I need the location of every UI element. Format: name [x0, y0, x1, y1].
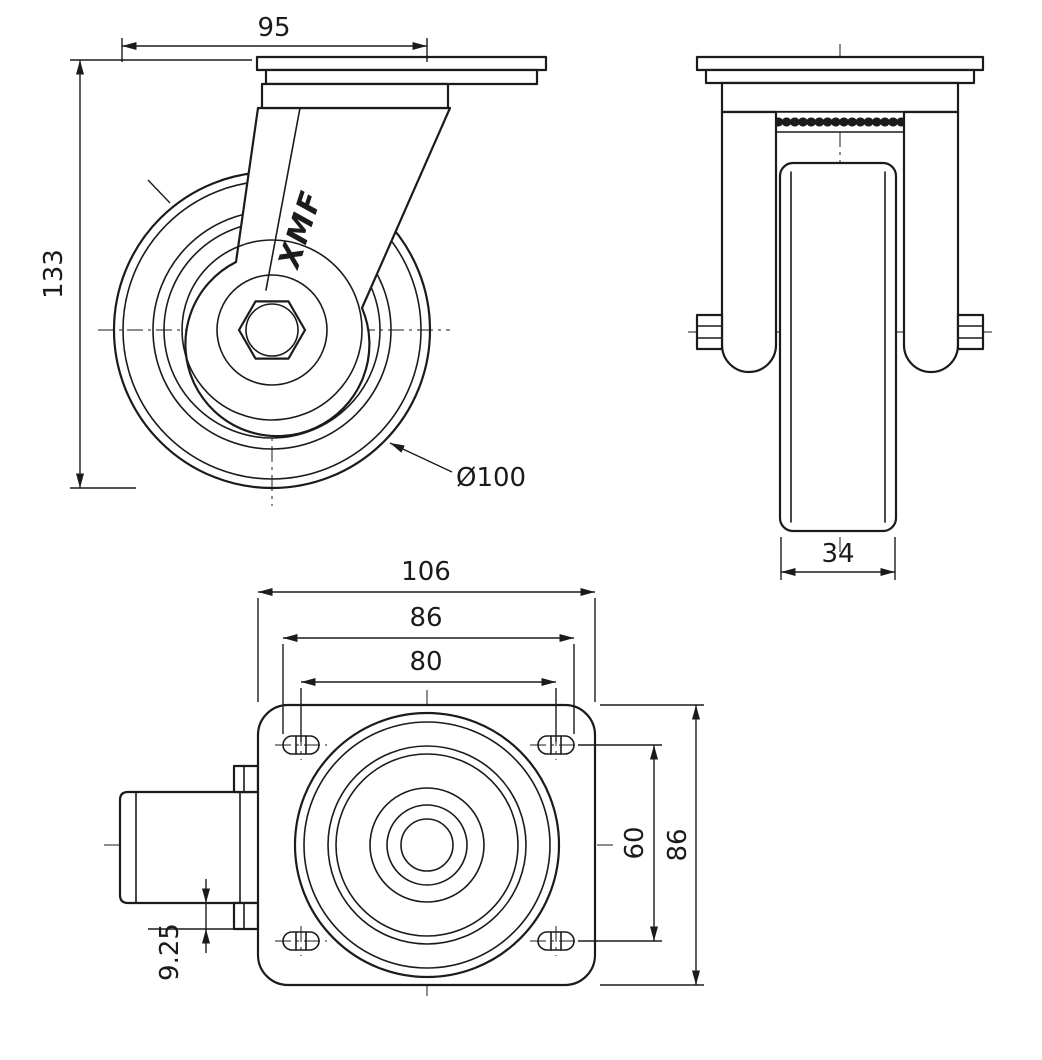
dim-bolt-pitch-v: 60	[578, 744, 662, 942]
dim-slot-span: 86	[282, 603, 575, 734]
dim-slot-width: 9.25	[148, 879, 236, 981]
dim-wheel-width: 34	[780, 537, 896, 580]
mounting-plate	[256, 703, 597, 987]
dim-label-60: 60	[620, 826, 650, 859]
dim-wheel-diameter: Ø100	[389, 442, 526, 493]
side-wheel	[778, 161, 898, 533]
dim-overall-height: 133	[39, 59, 252, 489]
side-axle-nut-right	[956, 313, 985, 351]
side-axle-nut-left	[695, 313, 724, 351]
dim-label-80: 80	[409, 647, 442, 677]
plan-view: 106 86 80 60 86	[104, 557, 704, 1000]
plan-rings	[293, 711, 561, 979]
dim-label-9-25: 9.25	[155, 923, 185, 981]
front-fork	[184, 106, 452, 438]
dim-label-95: 95	[257, 13, 290, 43]
plan-wheel	[118, 790, 260, 905]
dim-plate-depth: 86	[600, 704, 704, 986]
dim-plate-width: 106	[257, 557, 596, 702]
front-view: XMF 95 133 Ø100	[39, 13, 548, 506]
bolt-slot-top-right	[530, 730, 582, 760]
leader-tick	[147, 179, 171, 204]
dim-label-dia100: Ø100	[456, 463, 526, 493]
dim-label-86-right: 86	[663, 828, 693, 861]
dim-label-106: 106	[401, 557, 451, 587]
dim-bolt-pitch-h: 80	[300, 647, 557, 742]
front-top-plate	[255, 55, 548, 110]
dim-label-133: 133	[39, 249, 69, 299]
side-view: 34	[688, 44, 992, 580]
bolt-slot-bottom-right	[530, 926, 582, 956]
front-hub	[181, 239, 363, 421]
bolt-slot-bottom-left	[275, 926, 327, 956]
dim-label-34: 34	[821, 539, 854, 569]
dim-plate-span: 95	[121, 13, 428, 62]
dim-label-86-top: 86	[409, 603, 442, 633]
side-fork-legs	[720, 110, 960, 374]
side-top-plate	[695, 55, 985, 133]
